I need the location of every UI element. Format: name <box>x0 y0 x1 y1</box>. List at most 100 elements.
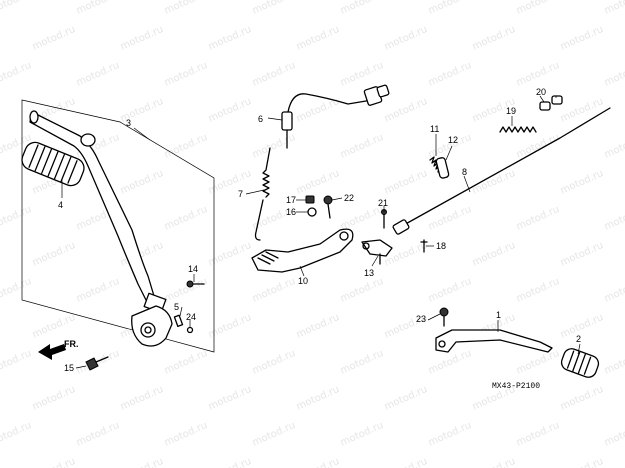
watermark-text: motod.ru <box>471 24 517 53</box>
watermark-text: motod.ru <box>119 384 165 413</box>
spring-19 <box>499 126 537 133</box>
callout-20: 20 <box>536 87 546 97</box>
washer-16 <box>307 207 317 217</box>
watermark-text: motod.ru <box>383 96 429 125</box>
watermark-text: motod.ru <box>75 0 121 17</box>
watermark-text: motod.ru <box>31 312 77 341</box>
callout-1: 1 <box>496 310 501 320</box>
callout-4: 4 <box>58 200 63 210</box>
bolt-15 <box>85 356 109 371</box>
watermark-text: motod.ru <box>339 348 385 377</box>
watermark-text: motod.ru <box>207 456 253 468</box>
callout-5: 5 <box>174 302 179 312</box>
watermark-text: motod.ru <box>75 420 121 449</box>
front-arrow-icon: FR. <box>38 339 79 360</box>
watermark-text: motod.ru <box>163 60 209 89</box>
nut-17 <box>305 195 315 204</box>
watermark-text: motod.ru <box>163 0 209 17</box>
watermark-text: motod.ru <box>31 240 77 269</box>
watermark-text: motod.ru <box>559 24 605 53</box>
watermark-text: motod.ru <box>163 132 209 161</box>
gearshift-pedal <box>435 329 553 353</box>
watermark-text: motod.ru <box>295 168 341 197</box>
watermark-text: motod.ru <box>603 132 625 161</box>
watermark-text: motod.ru <box>559 456 605 468</box>
adjusting-nut-20 <box>539 95 563 111</box>
front-label: FR. <box>64 339 79 349</box>
watermark-text: motod.ru <box>207 96 253 125</box>
watermark-text: motod.ru <box>471 168 517 197</box>
kick-arm-boss <box>131 305 173 347</box>
callout-7: 7 <box>238 189 243 199</box>
watermark-text: motod.ru <box>75 348 121 377</box>
callout-24: 24 <box>186 312 196 322</box>
bolt-22 <box>323 195 333 219</box>
callout-17: 17 <box>286 195 296 205</box>
watermark-text: motod.ru <box>603 60 625 89</box>
watermark-text: motod.ru <box>251 60 297 89</box>
callout-8: 8 <box>462 167 467 177</box>
watermark-text: motod.ru <box>0 276 33 305</box>
watermark-text: motod.ru <box>339 276 385 305</box>
watermark-text: motod.ru <box>471 240 517 269</box>
clip-24 <box>186 326 194 334</box>
watermark-text: motod.ru <box>515 420 561 449</box>
watermark-text: motod.ru <box>295 384 341 413</box>
watermark-text: motod.ru <box>515 348 561 377</box>
callout-16: 16 <box>286 207 296 217</box>
callout-18: 18 <box>436 241 446 251</box>
watermark-text: motod.ru <box>31 384 77 413</box>
watermark-text: motod.ru <box>603 0 625 17</box>
callout-3: 3 <box>126 118 131 128</box>
brake-pedal <box>251 228 354 273</box>
bolt-21 <box>381 209 387 229</box>
callout-22: 22 <box>344 193 354 203</box>
watermark-text: motod.ru <box>603 276 625 305</box>
bolt-23 <box>439 307 449 327</box>
watermark-text: motod.ru <box>383 240 429 269</box>
watermark-text: motod.ru <box>383 168 429 197</box>
watermark-text: motod.ru <box>515 0 561 17</box>
watermark-text: motod.ru <box>339 420 385 449</box>
watermark-text: motod.ru <box>559 96 605 125</box>
diagram-code: MX43-P2100 <box>492 382 540 391</box>
stop-switch <box>281 84 390 149</box>
watermark-text: motod.ru <box>339 204 385 233</box>
watermark-text: motod.ru <box>163 348 209 377</box>
watermark-text: motod.ru <box>339 60 385 89</box>
return-spring <box>254 147 271 241</box>
watermark-text: motod.ru <box>0 60 33 89</box>
kick-rubber <box>21 141 85 187</box>
watermark-text: motod.ru <box>559 240 605 269</box>
watermark-text: motod.ru <box>471 456 517 468</box>
brake-rod-joint <box>361 239 393 265</box>
watermark-text: motod.ru <box>383 456 429 468</box>
brake-rod <box>392 107 611 235</box>
callout-13: 13 <box>364 268 374 278</box>
watermark-text: motod.ru <box>295 312 341 341</box>
pin-5 <box>173 314 184 328</box>
leader-lines <box>61 95 581 369</box>
watermark-text: motod.ru <box>31 456 77 468</box>
watermark-text: motod.ru <box>427 420 473 449</box>
watermark-text: motod.ru <box>31 24 77 53</box>
watermark-text: motod.ru <box>603 348 625 377</box>
watermark-text: motod.ru <box>427 276 473 305</box>
callout-19: 19 <box>506 106 516 116</box>
watermark-text: motod.ru <box>339 132 385 161</box>
watermark-text: motod.ru <box>515 276 561 305</box>
watermark-text: motod.ru <box>75 60 121 89</box>
shift-rubber <box>560 348 600 378</box>
callout-2: 2 <box>576 334 581 344</box>
watermark-text: motod.ru <box>383 384 429 413</box>
watermark-text: motod.ru <box>515 60 561 89</box>
watermark-text: motod.ru <box>0 348 33 377</box>
watermark-text: motod.ru <box>251 0 297 17</box>
watermark-text: motod.ru <box>0 420 33 449</box>
watermark-text: motod.ru <box>207 384 253 413</box>
watermark-text: motod.ru <box>559 168 605 197</box>
bolt-14 <box>186 280 205 288</box>
callout-15: 15 <box>64 363 74 373</box>
sleeve-12 <box>435 157 450 179</box>
